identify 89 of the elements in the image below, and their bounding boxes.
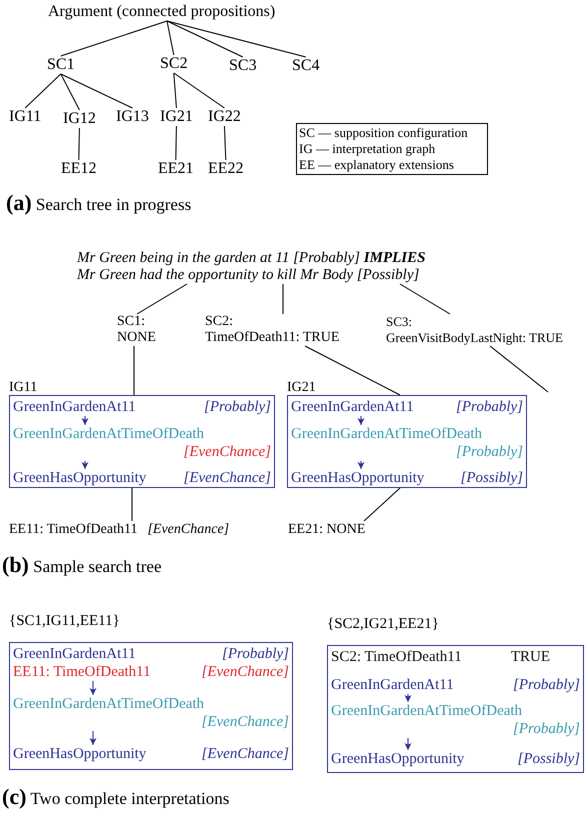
tree-node-label: IG21 <box>160 108 193 126</box>
extension-text: EE21: NONE <box>288 521 366 538</box>
panel-caption: (a) Search tree in progress <box>6 192 192 216</box>
arrow <box>82 416 88 426</box>
connector-line <box>24 74 62 108</box>
belief-label: [Possibly] <box>517 750 580 768</box>
proposition-text: GreenHasOpportunity <box>291 469 424 487</box>
arrow <box>90 730 96 746</box>
proposition-text: GreenHasOpportunity <box>13 745 146 763</box>
belief-label: [EvenChance] <box>184 443 271 461</box>
belief-label: [Probably] <box>513 720 580 738</box>
tree-node-label: SC3 <box>229 57 257 75</box>
panel-caption: (c) Two complete interpretations <box>2 786 230 810</box>
belief-label: [Probably] <box>513 676 580 694</box>
belief-label: [Probably] <box>456 443 523 461</box>
proposition-text: Mr Green being in the garden at 11 [Probably] IMPLIES <box>77 250 426 267</box>
proposition-text: GreenInGardenAt11 <box>13 398 136 416</box>
connector-line <box>136 284 188 314</box>
configuration-value: NONE <box>117 330 156 346</box>
tree-node-label: IG11 <box>9 108 42 126</box>
connector-line <box>166 20 306 58</box>
arrow <box>404 694 412 702</box>
tree-node-label: IG12 <box>63 110 96 128</box>
connector-line <box>173 72 225 108</box>
configuration-name: SC2: <box>205 314 234 330</box>
proposition-text: GreenInGardenAtTimeOfDeath <box>331 702 524 720</box>
tree-node-label: SC2 <box>160 55 188 73</box>
belief-label: [EvenChance] <box>147 521 230 538</box>
proposition-text: GreenInGardenAtTimeOfDeath <box>13 425 206 443</box>
tree-node-label: Argument (connected propositions) <box>48 3 276 21</box>
belief-label: [Probably] <box>456 398 523 416</box>
graph-heading: IG11 <box>9 380 38 395</box>
proposition-text: Mr Green had the opportunity to kill Mr Body [Possibly] <box>77 267 420 284</box>
proposition-text: GreenHasOpportunity <box>13 469 146 487</box>
graph-heading: IG21 <box>287 380 317 395</box>
connector-line <box>490 346 548 392</box>
connector-line <box>224 126 226 160</box>
belief-label: [Probably] <box>222 645 289 663</box>
arrow <box>90 680 96 696</box>
configuration-value: TimeOfDeath11: TRUE <box>205 330 340 346</box>
proposition-text: GreenInGardenAtTimeOfDeath <box>291 425 484 443</box>
configuration-name: SC3: <box>386 314 414 330</box>
connector-line <box>166 20 244 58</box>
tree-node-label: IG22 <box>208 108 241 126</box>
connector-line <box>166 20 174 56</box>
connector-line <box>364 488 400 522</box>
panel-caption: (b) Sample search tree <box>2 554 162 578</box>
belief-label: [EvenChance] <box>202 745 289 763</box>
arrow <box>82 460 88 470</box>
connector-line <box>60 20 168 56</box>
connector-line <box>400 284 450 314</box>
connector-line <box>175 126 177 160</box>
legend-entry: SC –– supposition configuration <box>299 125 469 141</box>
connector-line <box>78 128 80 160</box>
proposition-text: GreenInGardenAt11 <box>331 676 454 694</box>
connector-line <box>60 74 80 110</box>
tree-node-label: EE12 <box>61 160 97 178</box>
proposition-text: EE11: TimeOfDeath11 <box>13 663 151 681</box>
proposition-text: GreenInGardenAtTimeOfDeath <box>13 695 206 713</box>
proposition-text: SC2: TimeOfDeath11 <box>331 648 462 666</box>
legend-entry: EE –– explanatory extensions <box>299 157 455 173</box>
configuration-value: GreenVisitBodyLastNight: TRUE <box>386 330 563 346</box>
proposition-text: GreenInGardenAt11 <box>291 398 414 416</box>
belief-label: [EvenChance] <box>202 663 289 681</box>
connector-line <box>282 284 284 314</box>
connector-line <box>60 74 133 108</box>
legend-box <box>296 123 488 175</box>
connector-line <box>173 72 177 108</box>
belief-label: [EvenChance] <box>184 469 271 487</box>
belief-label: [Possibly] <box>460 469 523 487</box>
arrow <box>358 460 364 470</box>
legend-entry: IG –– interpretation graph <box>299 141 436 157</box>
connector-line <box>304 346 400 396</box>
belief-label: [Probably] <box>204 398 271 416</box>
belief-label: [EvenChance] <box>202 713 289 731</box>
tree-node-label: IG13 <box>116 108 149 126</box>
tree-node-label: EE22 <box>208 160 244 178</box>
extension-text: EE11: TimeOfDeath11 <box>9 521 138 538</box>
configuration-name: SC1: <box>117 314 146 330</box>
arrow <box>404 738 412 750</box>
proposition-text: GreenInGardenAt11 <box>13 645 136 663</box>
belief-label: TRUE <box>510 648 550 666</box>
tree-node-label: SC1 <box>47 56 75 74</box>
arrow <box>358 416 364 426</box>
graph-heading: {SC1,IG11,EE11} <box>9 612 121 630</box>
proposition-text: GreenHasOpportunity <box>331 750 464 768</box>
tree-node-label: EE21 <box>158 160 194 178</box>
graph-heading: {SC2,IG21,EE21} <box>327 615 440 633</box>
tree-node-label: SC4 <box>292 57 320 75</box>
